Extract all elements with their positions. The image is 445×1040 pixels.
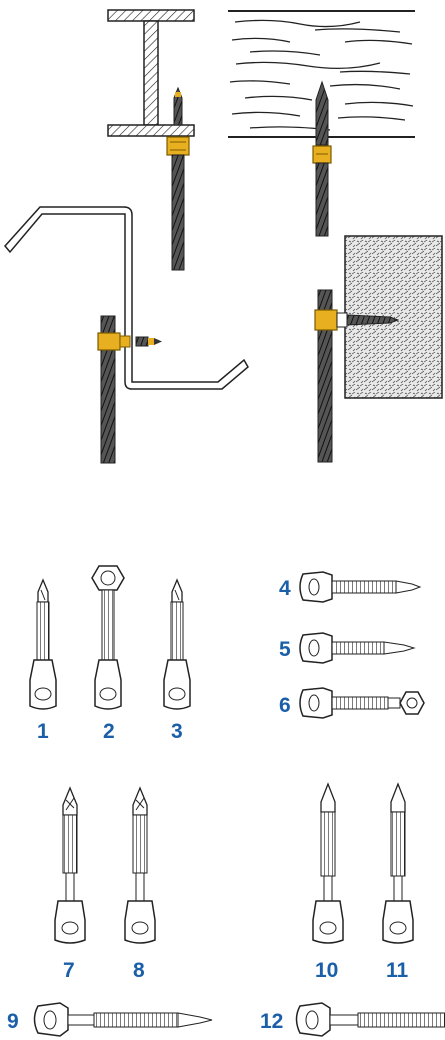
screw-9: [33, 1002, 213, 1037]
threaded-rod: [315, 162, 329, 237]
lag-screw-tip: [315, 80, 329, 146]
label-12: 12: [260, 1010, 283, 1033]
screw-2: [91, 565, 125, 710]
screw-8: [124, 786, 156, 944]
brass-coupler: [97, 332, 121, 351]
label-3: 3: [171, 720, 183, 743]
self-drill-screw-tip: [173, 86, 183, 126]
screw-12: [295, 1002, 445, 1037]
bent-steel-profile: [4, 206, 249, 390]
screw-3: [163, 578, 191, 710]
threaded-rod: [171, 154, 185, 271]
wood-beam-scene: [228, 10, 415, 237]
label-10: 10: [315, 959, 338, 982]
threaded-rod: [317, 289, 333, 463]
label-8: 8: [133, 959, 145, 982]
screw-4: [299, 571, 422, 603]
label-2: 2: [103, 720, 115, 743]
screw-11: [382, 782, 414, 944]
screw-6: [299, 687, 425, 719]
purlin-scene: [4, 206, 249, 464]
label-1: 1: [37, 720, 49, 743]
label-4: 4: [279, 577, 291, 600]
beam-web: [143, 20, 159, 126]
label-6: 6: [279, 694, 291, 717]
label-9: 9: [7, 1010, 19, 1033]
screw-5: [299, 632, 416, 664]
wood-grain: [229, 19, 414, 131]
screw-7: [54, 786, 86, 944]
steel-beam-scene: [107, 9, 195, 271]
screw-1: [29, 578, 57, 710]
concrete-scene: [314, 235, 443, 463]
brass-coupler: [314, 309, 338, 331]
brass-coupler: [166, 136, 190, 156]
label-7: 7: [63, 959, 75, 982]
screw-10: [312, 782, 344, 944]
concrete-screw: [346, 314, 400, 326]
beam-top-flange: [107, 9, 195, 22]
label-5: 5: [279, 638, 291, 661]
beam-bottom-flange: [107, 124, 195, 137]
label-11: 11: [386, 959, 409, 982]
threaded-rod: [100, 315, 116, 464]
